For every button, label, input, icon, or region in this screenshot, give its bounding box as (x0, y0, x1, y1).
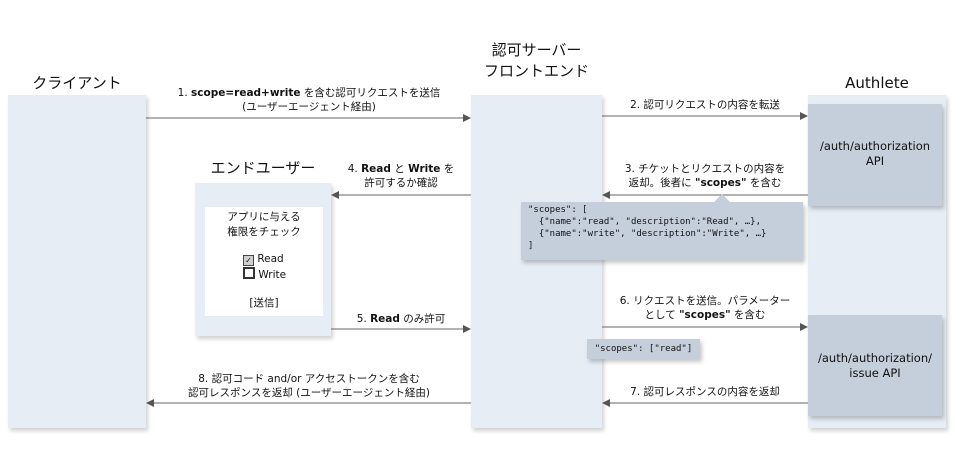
end-user-title: エンドユーザー (210, 159, 316, 177)
step7-label: 7. 認可レスポンスの内容を返却 (630, 386, 780, 398)
submit-button[interactable]: [送信] (249, 297, 279, 309)
callout-pointer (712, 194, 732, 204)
step6-label: 6. リクエストを送信。パラメーター として "scopes" を含む (619, 295, 791, 321)
checked-checkbox-icon[interactable]: ✓ (243, 255, 254, 266)
consent-heading: アプリに与える 権限をチェック (227, 211, 301, 238)
step8-label: 8. 認可コード and/or アクセストークンを含む 認可レスポンスを返却 (… (188, 373, 430, 399)
unchecked-checkbox-icon[interactable] (243, 267, 255, 279)
step4-label: 4. Read と Write を 許可するか確認 (347, 163, 455, 189)
step3-label: 3. チケットとリクエストの内容を 返却。後者に "scopes" を含む (624, 163, 786, 189)
auth-server-lane (471, 95, 602, 428)
authorization-api-label: /auth/authorization API (819, 139, 931, 168)
read-checkbox-row[interactable]: ✓ Read (243, 252, 284, 266)
scopes-response-callout: "scopes": [ {"name":"read", "description… (521, 202, 803, 260)
issue-api-box (808, 315, 942, 416)
consent-form: アプリに与える 権限をチェック ✓ Read Write [送信] (205, 207, 323, 316)
scopes-request-callout: "scopes": ["read"] (587, 339, 700, 359)
client-lane (8, 95, 146, 428)
write-checkbox-row[interactable]: Write (243, 267, 286, 282)
auth-server-title: 認可サーバー フロントエンド (483, 41, 589, 80)
authorization-api-box (808, 104, 942, 206)
authlete-title: Authlete (845, 74, 909, 92)
step2-label: 2. 認可リクエストの内容を転送 (630, 99, 780, 111)
step5-label: 5. Read のみ許可 (356, 313, 446, 325)
step1-label: 1. scope=read+write を含む認可リクエストを送信 (ユーザーエ… (177, 87, 441, 113)
issue-api-label: /auth/authorization/ issue API (818, 351, 932, 380)
client-title: クライアント (32, 74, 122, 92)
